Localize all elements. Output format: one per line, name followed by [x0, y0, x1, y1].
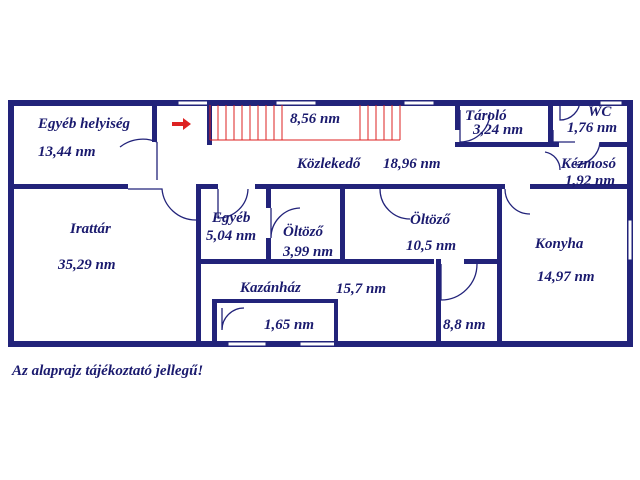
room-area-lepcso: 8,56 nm	[290, 111, 340, 127]
room-name-konyha: Konyha	[534, 236, 584, 252]
staircase	[209, 105, 401, 141]
room-name-egyeb: Egyéb	[211, 210, 251, 226]
room-area-kazanhaz: 15,7 nm	[336, 281, 386, 297]
room-labels: Egyéb helyiség 13,44 nm 8,56 nm Tároló 3…	[37, 104, 617, 333]
room-area-egyeb: 5,04 nm	[206, 228, 256, 244]
disclaimer-note: Az alaprajz tájékoztató jellegű!	[11, 363, 203, 379]
room-area-irattar: 35,29 nm	[57, 257, 116, 273]
room-name-kezmoso: Kézmosó	[560, 156, 616, 172]
red-arrow-icon	[172, 118, 191, 130]
room-name-tarolo: Tároló	[465, 108, 507, 124]
room-area-tarolo: 3,24 nm	[472, 122, 523, 138]
room-area-kezmoso: 1,92 nm	[565, 173, 615, 189]
room-name-kozlekedo: Közlekedő	[296, 156, 362, 172]
room-area-kis-helyiseg: 1,65 nm	[264, 317, 314, 333]
room-name-oltozo-2: Öltöző	[410, 211, 452, 228]
room-name-irattar: Irattár	[69, 221, 111, 237]
room-area-egyeb-helyiseg: 13,44 nm	[38, 144, 96, 160]
room-name-egyeb-helyiseg: Egyéb helyiség	[37, 116, 131, 132]
room-name-wc: WC	[588, 104, 612, 120]
room-name-oltozo-1: Öltöző	[283, 223, 325, 240]
room-name-kazanhaz: Kazánház	[239, 280, 301, 296]
room-area-konyha: 14,97 nm	[537, 269, 595, 285]
room-area-wc: 1,76 nm	[567, 120, 617, 136]
room-area-folyoso: 8,8 nm	[443, 317, 486, 333]
doors	[119, 99, 601, 331]
room-area-oltozo-1: 3,99 nm	[282, 244, 333, 260]
room-area-kozlekedo: 18,96 nm	[383, 156, 441, 172]
room-area-oltozo-2: 10,5 nm	[406, 238, 456, 254]
windows	[177, 100, 633, 347]
